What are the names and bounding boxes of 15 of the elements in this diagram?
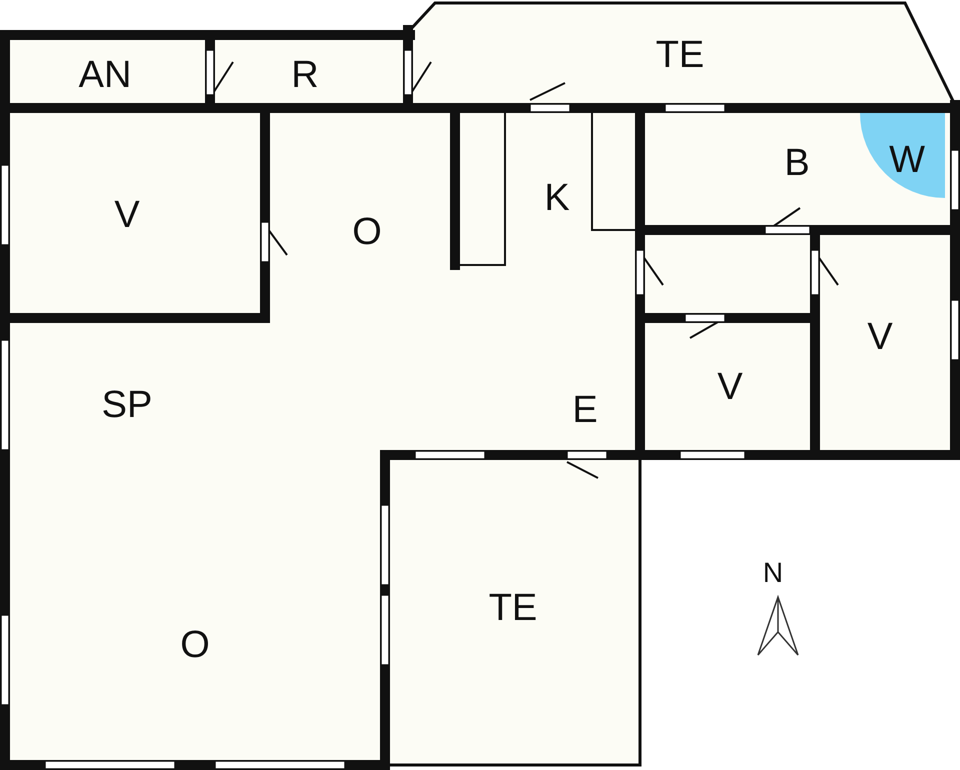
north-label: N xyxy=(762,559,784,587)
room-label: V xyxy=(867,318,893,356)
room-label: O xyxy=(180,626,210,664)
room-label: AN xyxy=(78,56,132,94)
room-label: O xyxy=(352,213,382,251)
room-label: TE xyxy=(488,589,538,627)
room-label: B xyxy=(784,144,810,182)
room-label: R xyxy=(291,56,319,94)
room-label: SP xyxy=(102,386,152,424)
room-label: K xyxy=(544,179,570,217)
room-label: E xyxy=(572,391,598,429)
room-label: TE xyxy=(656,36,704,74)
room-label: W xyxy=(889,141,925,179)
room-label: V xyxy=(114,196,140,234)
room-label: V xyxy=(717,368,743,406)
